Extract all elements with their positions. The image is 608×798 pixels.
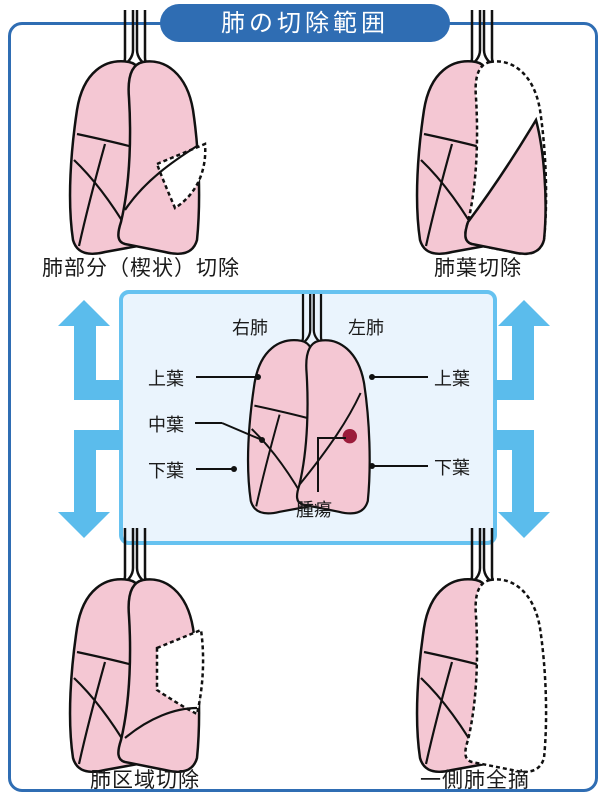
label-tumor: 腫瘍 (296, 496, 332, 522)
tumor-marker (343, 429, 357, 443)
label-segmentectomy: 肺区域切除 (90, 764, 200, 794)
label-left-lung: 左肺 (348, 314, 384, 340)
label-left-upper-lobe: 上葉 (434, 365, 470, 391)
label-right-lung: 右肺 (232, 314, 268, 340)
arrow-up-left (58, 300, 122, 400)
lobectomy-lung (417, 10, 546, 254)
label-pneumonectomy: 一側肺全摘 (420, 764, 530, 794)
wedge-resection-lung (70, 10, 205, 254)
arrow-up-right (494, 300, 550, 400)
label-lobectomy: 肺葉切除 (434, 252, 522, 282)
arrow-down-left (58, 430, 122, 538)
label-right-lower-lobe: 下葉 (148, 457, 184, 483)
label-left-lower-lobe: 下葉 (434, 454, 470, 480)
label-wedge-resection: 肺部分（楔状）切除 (42, 252, 240, 282)
label-right-middle-lobe: 中葉 (148, 411, 184, 437)
segmentectomy-lung (70, 528, 203, 772)
label-right-upper-lobe: 上葉 (148, 365, 184, 391)
arrow-down-right (494, 430, 550, 538)
pneumonectomy-lung (417, 528, 546, 772)
